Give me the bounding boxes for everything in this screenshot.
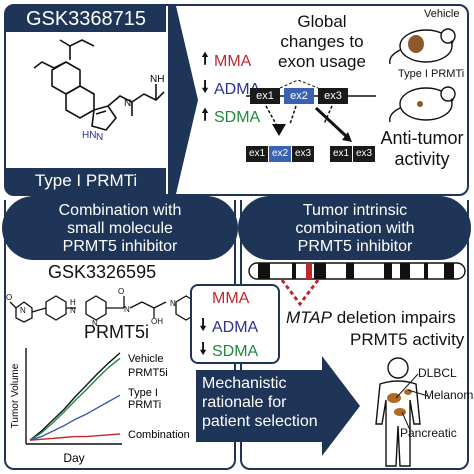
svg-text:OH: OH (151, 317, 163, 326)
vehicle-label: Vehicle (424, 8, 460, 20)
svg-text:N: N (170, 299, 176, 308)
exon-result-right-ex3: ex3 (355, 148, 373, 159)
gsk3368715-label-box: GSK3368715 (6, 6, 166, 32)
svg-text:N: N (20, 306, 26, 315)
top-panel (4, 4, 469, 196)
exon-top-ex3: ex3 (324, 90, 342, 102)
exon-result-left-ex3: ex3 (294, 148, 312, 159)
melanoma-label: Melanoma (424, 388, 474, 402)
series-label-3: PRMTi (128, 399, 161, 411)
svg-text:O: O (118, 287, 124, 296)
left-header-text: Combination with small molecule PRMT5 in… (58, 202, 182, 255)
down-arrow-icon: 🠗 (199, 317, 207, 334)
mark-text: ADMA (212, 318, 259, 336)
mark-text: MMA (214, 52, 252, 70)
mtap-rest: deletion impairs (331, 308, 456, 327)
anti-tumor-text: Anti-tumor activity (380, 128, 464, 169)
exon-result-left-ex1: ex1 (248, 148, 266, 159)
svg-text:N: N (96, 132, 103, 143)
global-changes-text: Global changes to exon usage (278, 12, 366, 71)
human-body-icon (375, 357, 421, 467)
exon-result-right-ex1: ex1 (332, 148, 350, 159)
mark-text: SDMA (212, 342, 259, 360)
exon-diagram (246, 80, 376, 162)
right-header-text: Tumor intrinsic combination with PRMT5 i… (295, 202, 415, 255)
middle-mark-adma: 🠗 ADMA (198, 314, 259, 341)
series-label-0: Vehicle (128, 353, 163, 365)
type1-prmti-label-box: Type I PRMTi (6, 168, 166, 194)
rationale-text: Mechanistic rationale for patient select… (202, 375, 318, 430)
series-line-1 (29, 357, 121, 441)
mouse-type1-icon (389, 86, 456, 123)
up-arrow-icon: 🠕 (201, 51, 209, 68)
down-arrow-icon: 🠗 (201, 79, 209, 96)
left-header-box (2, 196, 238, 260)
series-label-2: Type I (128, 387, 158, 399)
leader-lines (395, 373, 429, 431)
dlbcl-label: DLBCL (418, 366, 457, 380)
svg-text:H: H (70, 298, 76, 307)
mouse-vehicle-icon (389, 28, 456, 65)
svg-text:O: O (6, 293, 12, 302)
svg-text:NH: NH (150, 74, 164, 85)
chart-x-label: Day (63, 451, 84, 465)
mtap-gene: MTAP (286, 308, 332, 327)
gsk3326595-structure: NO HN NO NOH N (6, 287, 217, 326)
exon-top-ex2: ex2 (290, 90, 308, 102)
series-line-2 (29, 394, 121, 441)
svg-text:HN: HN (82, 130, 96, 141)
pancreatic-label: Pancreatic (400, 426, 457, 440)
chart-y-label: Tumor Volume (10, 363, 21, 428)
mark-text: MMA (212, 290, 250, 307)
right-header-box (238, 196, 471, 260)
svg-text:N: N (70, 306, 76, 315)
top-mark-mma: 🠕 MMA (200, 48, 252, 75)
middle-mark-sdma: 🠗 SDMA (198, 338, 259, 365)
down-arrow-icon: 🠗 (199, 341, 207, 358)
svg-text:N: N (124, 305, 130, 314)
series-line-0 (29, 352, 121, 441)
top-mark-sdma: 🠕 SDMA (200, 104, 261, 131)
middle-mark-mma: MMA (212, 290, 249, 308)
exon-top-ex1: ex1 (256, 90, 274, 102)
mtap-text: MTAP deletion impairs (286, 308, 456, 328)
series-label-1: PRMT5i (128, 367, 168, 379)
prmt5-activity-text: PRMT5 activity (350, 330, 465, 349)
svg-text:N: N (92, 319, 98, 326)
rationale-arrow (196, 356, 360, 456)
up-arrow-icon: 🠕 (201, 107, 209, 124)
type1-prmti-label: Type I PRMTi (34, 171, 138, 190)
type1-mouse-label: Type I PRMTi (398, 68, 465, 80)
series-label-4: Combination (128, 429, 190, 441)
series-line-3 (29, 433, 121, 441)
chromosome-icon (248, 262, 466, 307)
gsk3368715-structure: N NH N HN (33, 39, 165, 143)
gsk3326595-label: GSK3326595 (48, 262, 157, 282)
middle-marks-box (190, 284, 280, 364)
mark-text: SDMA (214, 108, 261, 126)
svg-text:N: N (124, 98, 131, 109)
top-mark-adma: 🠗 ADMA (200, 76, 261, 103)
top-chevron-arrow (168, 6, 198, 194)
mark-text: ADMA (214, 80, 261, 98)
exon-result-left-ex2: ex2 (271, 148, 289, 159)
prmt5i-label: PRMT5i (84, 322, 150, 342)
gsk3368715-label: GSK3368715 (25, 8, 147, 30)
